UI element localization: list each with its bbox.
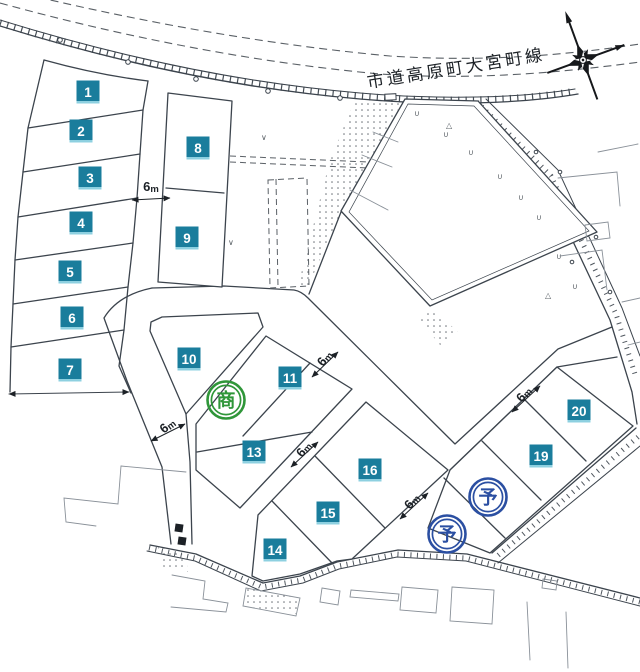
lot-badge-5[interactable]: 5 xyxy=(58,260,82,284)
reserved-marker-1[interactable]: 予 xyxy=(468,477,508,517)
reserved-marker-2[interactable]: 予 xyxy=(427,514,467,554)
top-road xyxy=(0,0,640,106)
lot-number: 7 xyxy=(66,363,74,378)
lot-number: 13 xyxy=(246,445,262,460)
lot-badge-10[interactable]: 10 xyxy=(177,347,201,371)
lot-badge-15[interactable]: 15 xyxy=(316,501,340,525)
lot-number: 2 xyxy=(77,124,85,139)
surrounding-buildings xyxy=(63,465,569,669)
lot-badge-6[interactable]: 6 xyxy=(60,306,84,330)
lot-badge-20[interactable]: 20 xyxy=(567,399,591,423)
lot-number: 15 xyxy=(320,506,336,521)
dimension-text: 6m xyxy=(156,415,178,437)
west-corridor-road xyxy=(103,287,193,546)
parcel-markers: 商予予 xyxy=(206,380,508,554)
lot-number: 6 xyxy=(68,311,76,326)
east-parcels xyxy=(557,143,640,346)
lot-badge-14[interactable]: 14 xyxy=(263,538,287,562)
svg-text:∪: ∪ xyxy=(414,109,420,118)
lot-badge-8[interactable]: 8 xyxy=(186,136,210,160)
svg-text:∪: ∪ xyxy=(572,282,578,291)
lot-number: 14 xyxy=(267,543,283,558)
lots-8-9-block xyxy=(157,92,233,288)
lot-number: 8 xyxy=(194,141,202,156)
lot-number: 4 xyxy=(77,216,85,231)
svg-text:∪: ∪ xyxy=(536,213,542,222)
road-name: 市道高原町大宮町線 xyxy=(366,45,547,92)
lot-badges: 1 2 3 4 5 6 7 8 9 10 11 13 14 15 16 19 20 xyxy=(58,80,591,562)
lot-number: 19 xyxy=(533,449,548,464)
lot-10-parcel xyxy=(149,312,264,415)
svg-text:∨: ∨ xyxy=(228,238,234,247)
lot-badge-2[interactable]: 2 xyxy=(69,119,93,143)
lot-number: 20 xyxy=(571,404,586,419)
marker-kanji: 予 xyxy=(478,488,497,509)
dimension-6m-0: 6m xyxy=(131,179,171,203)
dimension-6m-2: 6m xyxy=(150,415,186,442)
svg-text:△: △ xyxy=(446,121,453,130)
lot-badge-11[interactable]: 11 xyxy=(278,366,302,390)
existing-pentagon-parcel: ∪ ∪ ∪ ∪ ∪ ∪ ∪ ∪ △ △ xyxy=(340,98,613,307)
svg-text:∪: ∪ xyxy=(443,130,449,139)
lot-badge-13[interactable]: 13 xyxy=(242,440,266,464)
svg-text:∪: ∪ xyxy=(518,193,524,202)
commercial-marker-0[interactable]: 商 xyxy=(206,380,246,420)
lot-number: 3 xyxy=(86,171,94,186)
compass-rose-icon xyxy=(546,11,625,100)
southeast-road xyxy=(491,427,640,564)
bottom-road xyxy=(146,544,640,607)
lot-badge-7[interactable]: 7 xyxy=(58,358,82,382)
lot-number: 1 xyxy=(84,85,92,100)
lot-badge-19[interactable]: 19 xyxy=(529,444,553,468)
dimension-text: 6m xyxy=(143,179,159,195)
svg-text:∨: ∨ xyxy=(261,133,267,142)
lot-number: 9 xyxy=(183,231,191,246)
lot-number: 10 xyxy=(181,352,196,367)
svg-text:∪: ∪ xyxy=(497,172,503,181)
svg-text:∪: ∪ xyxy=(556,252,562,261)
svg-text:∪: ∪ xyxy=(468,148,474,157)
lot-badge-16[interactable]: 16 xyxy=(358,458,382,482)
lot-badge-3[interactable]: 3 xyxy=(78,166,102,190)
lot-badge-9[interactable]: 9 xyxy=(175,226,199,250)
lot-badge-4[interactable]: 4 xyxy=(69,211,93,235)
dimension-text: 6m xyxy=(314,347,336,369)
lot-badge-1[interactable]: 1 xyxy=(76,80,100,104)
marker-kanji: 予 xyxy=(437,525,456,546)
lot-number: 5 xyxy=(66,265,74,280)
lot-number: 16 xyxy=(362,463,378,478)
svg-text:△: △ xyxy=(545,291,552,300)
lot-number: 11 xyxy=(283,371,298,386)
marker-kanji: 商 xyxy=(216,389,235,412)
road-name-label: 市道高原町大宮町線 xyxy=(366,45,547,92)
lots-1-7-block xyxy=(8,59,149,397)
existing-structures-dashed: ∨ ∨ xyxy=(228,133,369,289)
